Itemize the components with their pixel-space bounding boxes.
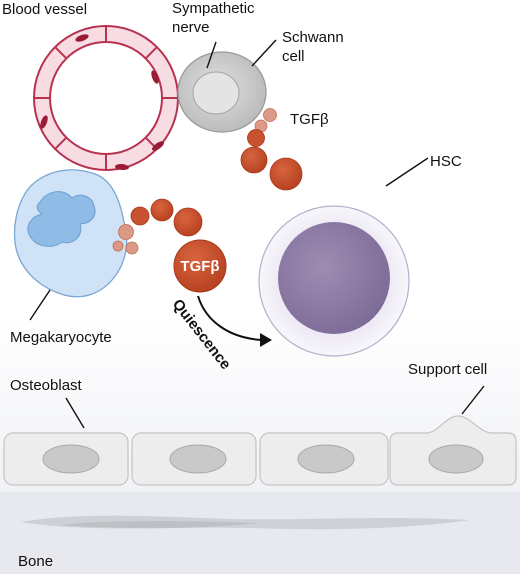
blood-vessel xyxy=(33,25,179,171)
bone-lining-cells xyxy=(3,415,517,486)
hsc xyxy=(258,205,410,357)
schwann-cell xyxy=(177,51,267,133)
quiescence-arrowhead xyxy=(260,333,272,347)
hsc-label: HSC xyxy=(430,153,462,170)
schwann-cell-label-line1: Schwann xyxy=(282,29,344,46)
megakaryocyte-nucleus xyxy=(27,191,96,247)
bone-surface xyxy=(0,492,520,574)
tgfb-particles xyxy=(112,108,303,255)
osteoblast-label: Osteoblast xyxy=(10,377,83,394)
osteoblast-nucleus xyxy=(42,444,100,474)
sympathetic-nerve-axon xyxy=(192,71,240,115)
support-cell-label: Support cell xyxy=(408,361,487,378)
support-cell-nucleus xyxy=(428,444,484,474)
megakaryocyte xyxy=(13,169,128,298)
quiescence-arrow xyxy=(197,295,263,341)
schwann-cell-label-line2: cell xyxy=(282,48,305,65)
sympathetic-nerve-label-line1: Sympathetic xyxy=(172,0,255,17)
tgfb-central: TGFβ xyxy=(173,239,227,293)
tgfb-top-label: TGFβ xyxy=(290,111,329,128)
lining-cell-3-nucleus xyxy=(297,444,355,474)
lining-cell-2-nucleus xyxy=(169,444,227,474)
bone-label: Bone xyxy=(18,553,53,570)
leader-lines xyxy=(29,39,485,429)
sympathetic-nerve-label-line2: nerve xyxy=(172,19,210,36)
blood-vessel-label: Blood vessel xyxy=(2,1,87,18)
hsc-nucleus xyxy=(278,222,390,334)
megakaryocyte-label: Megakaryocyte xyxy=(10,329,112,346)
tgfb-central-label: TGFβ xyxy=(180,258,219,275)
